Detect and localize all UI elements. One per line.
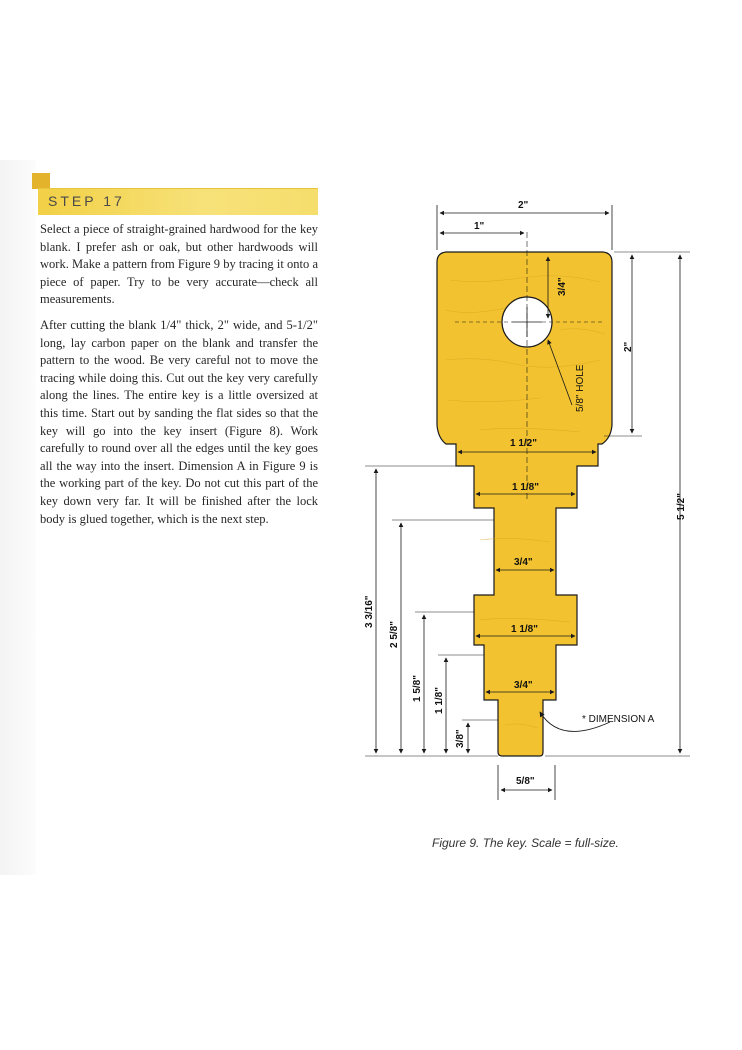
dim-width-5: 3/4" — [514, 680, 533, 691]
key-outline — [436, 251, 613, 757]
dim-height-5: 3/8" — [455, 729, 466, 748]
label-dimension-a: * DIMENSION A — [582, 714, 655, 725]
dim-height-2: 2 5/8" — [389, 621, 400, 648]
wood-grain — [444, 275, 606, 729]
step-banner — [38, 188, 318, 215]
step-heading: STEP 17 — [48, 193, 125, 209]
dim-center-offset: 1" — [474, 221, 485, 232]
dim-height-3: 1 5/8" — [412, 675, 423, 702]
dim-head-height: 2" — [623, 341, 634, 352]
page-gutter-shadow — [0, 160, 36, 875]
dim-height-4: 1 1/8" — [434, 687, 445, 714]
step-tab-marker — [32, 173, 50, 189]
dim-height-1: 3 3/16" — [364, 595, 375, 628]
label-hole: 5/8" HOLE — [575, 364, 586, 412]
instruction-paragraph-2: After cutting the blank 1/4" thick, 2" w… — [40, 318, 318, 526]
dim-width-2: 1 1/8" — [512, 482, 539, 493]
dim-width-4: 1 1/8" — [511, 624, 538, 635]
dim-width-top: 2" — [518, 200, 529, 211]
dim-total-length: 5 1/2" — [676, 493, 687, 520]
dim-hole-offset: 3/4" — [557, 277, 568, 296]
figure-caption: Figure 9. The key. Scale = full-size. — [432, 836, 619, 850]
instruction-paragraph-1: Select a piece of straight-grained hardw… — [40, 222, 318, 307]
dim-width-1: 1 1/2" — [510, 438, 537, 449]
dim-width-3: 3/4" — [514, 557, 533, 568]
dim-tip-width: 5/8" — [516, 776, 535, 787]
